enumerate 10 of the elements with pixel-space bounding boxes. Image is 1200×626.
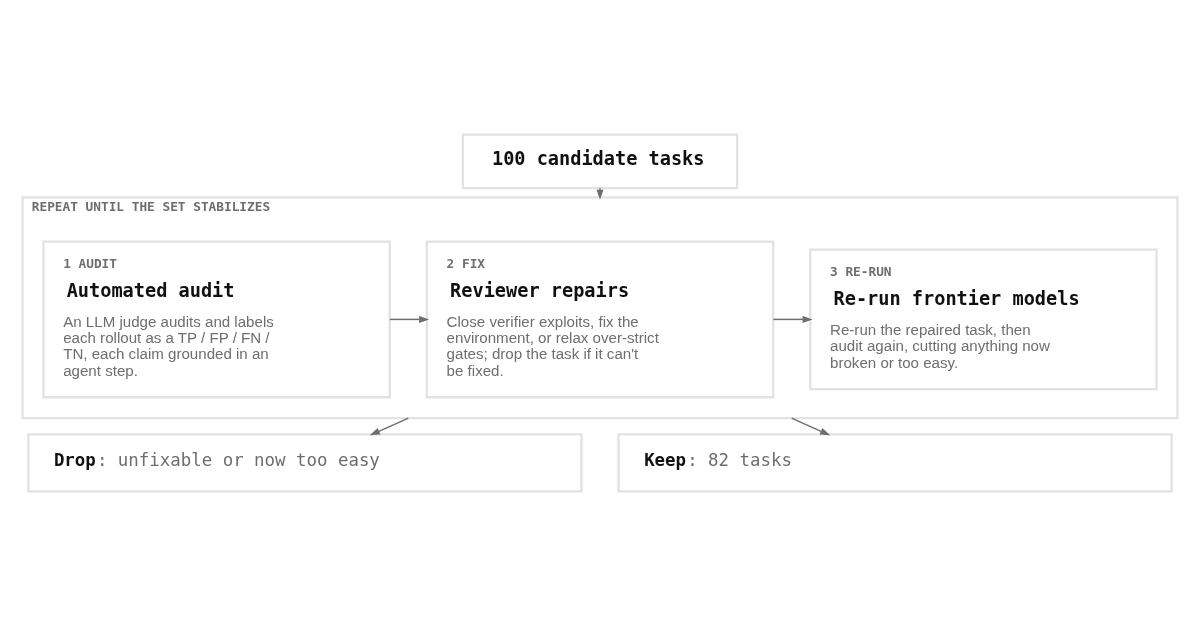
node-box: 2 FIX Reviewer repairs Close verifier exploits, fix the environment, or relax over-strict gates; drop the task if it can't be fixed.: [425, 240, 775, 399]
arrow: [772, 315, 813, 323]
node-box: 1 AUDIT Automated audit An LLM judge audits and labels each rollout as a TP / FP / FN / TN, each claim grounded in an agent step.: [42, 240, 391, 399]
arrow: [596, 187, 604, 200]
arrow: [389, 315, 430, 323]
node-box: Keep: 82 tasks: [617, 433, 1173, 493]
arrow: [369, 417, 410, 436]
arrow: [790, 417, 831, 436]
node-box: 3 RE-RUN Re-run frontier models Re-run the repaired task, then audit again, cutting anything now broken or too easy.: [809, 248, 1158, 391]
node-box: Drop: unfixable or now too easy: [27, 433, 583, 493]
